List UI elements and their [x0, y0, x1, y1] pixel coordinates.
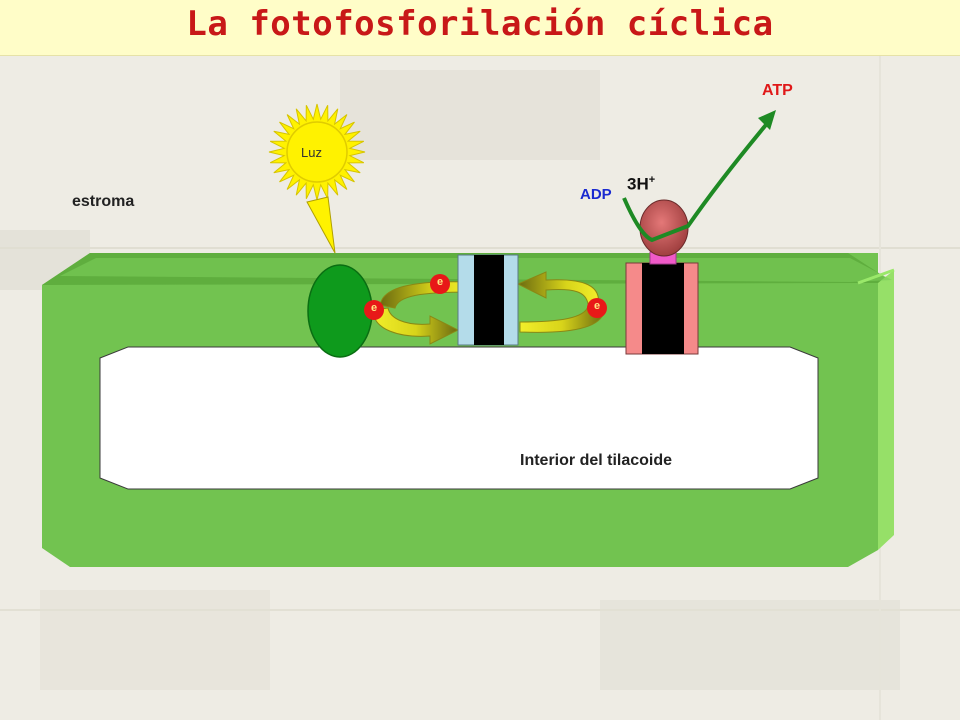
- electron-3: [587, 298, 607, 318]
- sun-icon: [268, 103, 366, 254]
- atp-synthase: [625, 199, 699, 355]
- page-title: La fotofosforilación cíclica: [186, 4, 774, 44]
- proton-charge: +: [648, 174, 656, 186]
- membrane-right-bevel: [878, 270, 894, 550]
- electron-1: [430, 274, 450, 294]
- electron-label: e: [370, 302, 378, 314]
- cytochrome-complex: [457, 254, 519, 346]
- proton-count: 3H: [627, 174, 649, 194]
- stroma-label: estroma: [72, 193, 135, 210]
- light-label: Luz: [301, 145, 322, 160]
- photosystem-complex: [307, 264, 373, 358]
- proton-label: 3H+: [627, 174, 655, 195]
- thylakoid-interior-label: Interior del tilacoide: [520, 452, 673, 469]
- atp-arrow-head: [758, 110, 776, 130]
- thylakoid-interior: [99, 346, 819, 490]
- title-bar: [0, 0, 960, 56]
- adp-label: ADP: [580, 186, 612, 203]
- electron-label: e: [593, 300, 601, 312]
- electron-2: [364, 300, 384, 320]
- atp-arrow: [622, 118, 772, 243]
- electron-label: e: [436, 276, 444, 288]
- atp-label: ATP: [762, 82, 793, 99]
